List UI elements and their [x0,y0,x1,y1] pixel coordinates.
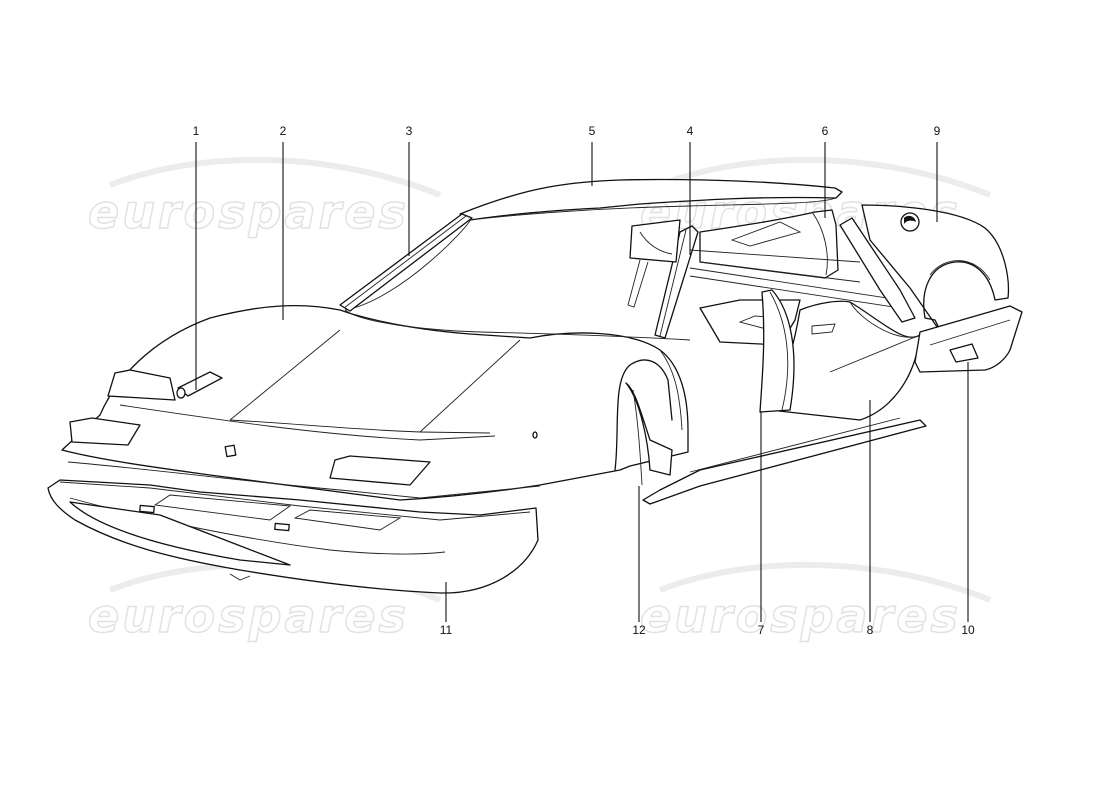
callout-11[interactable]: 11 [440,582,453,637]
side-sill [642,417,927,505]
svg-text:9: 9 [934,124,941,138]
callout-3[interactable]: 3 [406,124,413,256]
svg-text:6: 6 [822,124,829,138]
svg-text:4: 4 [687,124,694,138]
svg-text:8: 8 [867,623,874,637]
callout-10[interactable]: 10 [961,362,975,637]
callout-4[interactable]: 4 [687,124,694,255]
svg-text:10: 10 [961,623,975,637]
headlight-tube[interactable] [176,371,223,399]
windscreen-pillar-trim[interactable] [339,213,473,312]
watermark-top-left: eurospares [87,156,442,240]
wheel-arch-inner-panel[interactable] [625,382,673,486]
windscreen-area [344,219,691,341]
svg-text:5: 5 [589,124,596,138]
door-frame[interactable] [759,289,795,413]
callout-7[interactable]: 7 [758,412,765,637]
svg-text:11: 11 [440,623,453,637]
callout-2[interactable]: 2 [280,124,287,320]
svg-text:eurospares: eurospares [88,185,409,239]
callout-1[interactable]: 1 [193,124,200,390]
watermark-bottom-right: eurospares [639,561,992,644]
svg-text:3: 3 [406,124,413,138]
callouts: 1 2 3 5 4 6 9 11 [193,124,975,637]
callout-6[interactable]: 6 [822,124,829,218]
svg-text:eurospares: eurospares [640,589,961,643]
svg-text:eurospares: eurospares [88,589,409,643]
svg-text:7: 7 [758,623,765,637]
svg-text:12: 12 [632,623,646,637]
svg-text:1: 1 [193,124,200,138]
callout-9[interactable]: 9 [934,124,941,222]
svg-text:2: 2 [280,124,287,138]
rear-window-frame[interactable] [699,209,861,283]
callout-5[interactable]: 5 [589,124,596,186]
front-bumper[interactable] [47,479,539,594]
front-body-panel[interactable] [61,304,689,501]
side-window-frame [627,219,681,308]
b-pillar [839,217,916,323]
callout-8[interactable]: 8 [867,400,874,637]
rear-bumper[interactable] [914,305,1023,373]
engine-bay-rails [689,249,901,309]
rear-quarter-panel[interactable] [861,204,1010,335]
callout-12[interactable]: 12 [632,486,646,637]
